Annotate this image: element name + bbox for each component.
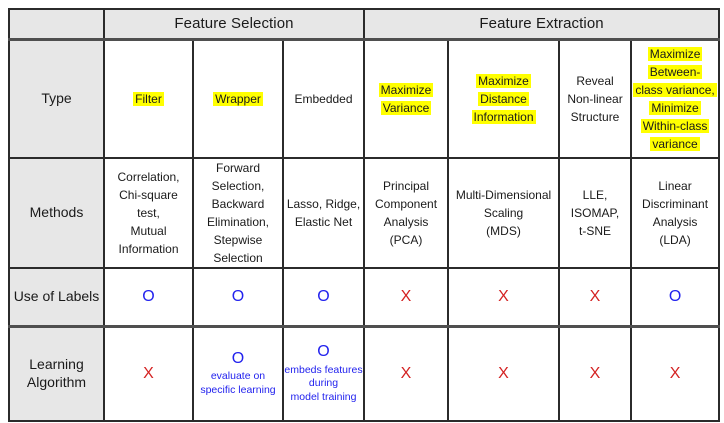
uol-pca-mark: X	[400, 287, 412, 305]
uol-pca-mark-cell: X	[363, 267, 450, 328]
methods-wrapper-text: Forward Selection, Backward Elimination,…	[206, 161, 270, 265]
type-class-variance-cell: Maximize Between- class variance, Minimi…	[630, 38, 721, 159]
uol-filter-mark: O	[142, 287, 155, 305]
type-reveal-nonlinear-text: Reveal Non-linear Structure	[567, 73, 623, 124]
la-pca-mark: X	[400, 364, 412, 382]
uol-embedded-mark-cell: O	[281, 267, 366, 328]
row-label-use-of-labels: Use of Labels	[8, 267, 105, 328]
type-embedded-text: Embedded	[294, 91, 353, 106]
methods-filter-text: Correlation, Chi-square test, Mutual Inf…	[117, 170, 180, 256]
la-manifold-mark-cell: X	[558, 325, 633, 422]
uol-lda-mark-cell: O	[630, 267, 721, 328]
type-class-variance-text: Maximize Between- class variance, Minimi…	[633, 46, 717, 151]
la-mds-mark-cell: X	[447, 325, 561, 422]
row-label-learning-algorithm: Learning Algorithm	[8, 325, 105, 422]
type-maximize-distance-cell: Maximize Distance Information	[447, 38, 561, 159]
la-embedded-note: embeds features during model training	[284, 363, 363, 403]
row-label-methods: Methods	[8, 157, 105, 269]
uol-lda-mark: O	[668, 287, 682, 305]
learning-algorithm-row: Learning Algorithm X O evaluate on speci…	[8, 325, 721, 422]
la-filter-mark: X	[143, 364, 154, 382]
methods-embedded-cell: Lasso, Ridge, Elastic Net	[281, 157, 366, 269]
type-filter-cell: Filter	[103, 38, 194, 159]
methods-lda-text: Linear Discriminant Analysis (LDA)	[642, 179, 709, 247]
type-wrapper-cell: Wrapper	[192, 38, 284, 159]
methods-filter-cell: Correlation, Chi-square test, Mutual Inf…	[103, 157, 194, 269]
uol-embedded-mark: O	[317, 287, 330, 305]
header-feature-selection: Feature Selection	[102, 8, 366, 41]
methods-manifold-text: LLE, ISOMAP, t-SNE	[570, 188, 620, 238]
corner-cell	[8, 8, 105, 41]
methods-lda-cell: Linear Discriminant Analysis (LDA)	[630, 157, 721, 269]
methods-manifold-cell: LLE, ISOMAP, t-SNE	[558, 157, 633, 269]
methods-mds-text: Multi-Dimensional Scaling (MDS)	[455, 188, 552, 238]
type-wrapper-text: Wrapper	[213, 91, 263, 106]
uol-mds-mark: X	[498, 287, 509, 305]
methods-mds-cell: Multi-Dimensional Scaling (MDS)	[447, 157, 561, 269]
la-pca-mark-cell: X	[363, 325, 450, 422]
feature-comparison-table: Feature Selection Feature Extraction Typ…	[8, 8, 721, 422]
methods-row: Methods Correlation, Chi-square test, Mu…	[8, 157, 721, 269]
uol-manifold-mark-cell: X	[558, 267, 633, 328]
uol-manifold-mark: X	[589, 287, 601, 305]
la-wrapper-mark: O	[231, 349, 245, 367]
la-wrapper-note: evaluate on specific learning	[200, 370, 276, 397]
la-embedded-mark: O	[317, 342, 330, 360]
methods-wrapper-cell: Forward Selection, Backward Elimination,…	[192, 157, 284, 269]
la-filter-mark-cell: X	[103, 325, 194, 422]
type-embedded-cell: Embedded	[281, 38, 366, 159]
la-manifold-mark: X	[589, 364, 601, 382]
methods-pca-cell: Principal Component Analysis (PCA)	[363, 157, 450, 269]
la-lda-mark-cell: X	[630, 325, 721, 422]
type-row: Type Filter Wrapper Embedded Maximize Va…	[8, 38, 721, 159]
la-lda-mark: X	[669, 364, 681, 382]
uol-wrapper-mark-cell: O	[192, 267, 284, 328]
methods-embedded-text: Lasso, Ridge, Elastic Net	[286, 197, 361, 229]
type-filter-text: Filter	[133, 91, 164, 106]
header-row: Feature Selection Feature Extraction	[8, 8, 721, 41]
uol-mds-mark-cell: X	[447, 267, 561, 328]
type-maximize-variance-text: Maximize Variance	[378, 82, 434, 115]
header-feature-extraction: Feature Extraction	[363, 8, 721, 41]
type-maximize-variance-cell: Maximize Variance	[363, 38, 450, 159]
use-of-labels-row: Use of Labels O O O X X X O	[8, 267, 721, 328]
type-reveal-nonlinear-cell: Reveal Non-linear Structure	[558, 38, 633, 159]
uol-wrapper-mark: O	[231, 287, 245, 305]
methods-pca-text: Principal Component Analysis (PCA)	[374, 179, 438, 247]
la-mds-mark: X	[498, 364, 509, 382]
row-label-type: Type	[8, 38, 105, 159]
la-wrapper-mark-cell: O evaluate on specific learning	[192, 325, 284, 422]
uol-filter-mark-cell: O	[103, 267, 194, 328]
la-embedded-mark-cell: O embeds features during model training	[281, 325, 366, 422]
type-maximize-distance-text: Maximize Distance Information	[471, 73, 536, 124]
